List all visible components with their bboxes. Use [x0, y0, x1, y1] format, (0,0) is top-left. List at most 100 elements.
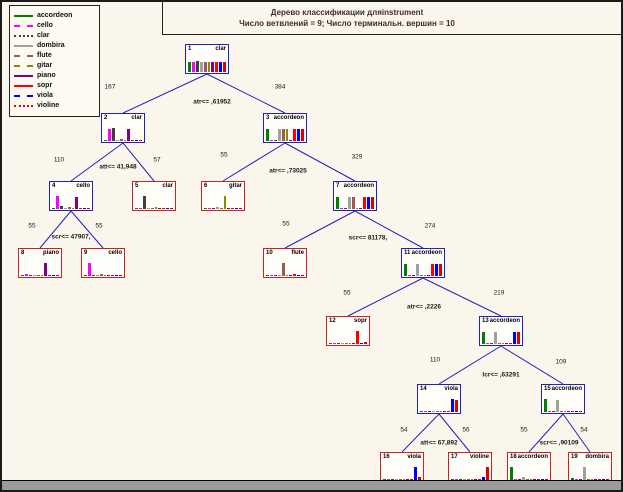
legend-line-sample-clar — [14, 35, 33, 37]
tree-branch-3-6 — [222, 142, 286, 182]
tree-branch-1-3 — [206, 73, 286, 114]
node-class-label: accordeon — [411, 250, 442, 256]
branch-case-count: 54 — [400, 426, 408, 434]
hist-bar-viola — [482, 477, 486, 480]
hist-bar-cello — [138, 208, 142, 209]
hist-bar-accordeon — [329, 343, 332, 344]
hist-bar-dombira — [415, 264, 419, 276]
hist-bar-gitar — [501, 343, 505, 344]
hist-bar-flute — [435, 411, 439, 412]
legend-line-sample-dombira — [14, 45, 33, 47]
hist-bar-viola — [297, 129, 301, 141]
node-class-histogram — [104, 127, 143, 141]
branch-case-count: 110 — [53, 156, 65, 164]
hist-bar-violine — [301, 129, 305, 141]
hist-bar-flute — [203, 62, 207, 72]
node-id: 8 — [21, 250, 25, 256]
legend-line-sample-sopr — [14, 85, 33, 87]
split-rule-label-node-2: att<= 41,948 — [99, 163, 137, 171]
hist-bar-flute — [281, 263, 285, 276]
hist-bar-gitar — [40, 275, 44, 276]
split-rule-label-node-14: att<= 67,892 — [420, 439, 458, 447]
node-class-label: accordeon — [343, 183, 374, 189]
hist-bar-dombira — [115, 140, 119, 141]
hist-bar-clar — [28, 275, 32, 276]
tree-branch-11-12 — [347, 277, 424, 317]
hist-bar-gitar — [590, 479, 594, 480]
hist-bar-dombira — [215, 207, 219, 209]
hist-bar-flute — [559, 411, 563, 412]
split-rule-label-node-11: atr<= ,2226 — [407, 303, 441, 311]
hist-bar-piano — [567, 411, 571, 412]
node-class-label: cello — [76, 183, 90, 189]
hist-bar-gitar — [470, 479, 474, 480]
hist-bar-clar — [195, 61, 199, 72]
hist-bar-violine — [579, 411, 583, 412]
legend-line-sample-violine — [14, 105, 33, 107]
node-class-histogram — [336, 195, 375, 209]
node-class-label: cello — [108, 250, 122, 256]
hist-bar-viola — [219, 62, 223, 72]
branch-case-count: 55 — [520, 426, 528, 434]
split-rule-label-node-7: scr<= 81178, — [348, 234, 388, 242]
node-class-histogram — [510, 466, 549, 480]
legend-line-sample-cello — [14, 25, 33, 27]
hist-bar-viola — [360, 343, 364, 344]
hist-bar-accordeon — [204, 208, 207, 209]
hist-bar-piano — [427, 275, 431, 276]
hist-bar-gitar — [223, 196, 227, 209]
split-rule-label-node-1: atr<= ,61952 — [193, 98, 231, 106]
legend-label: dombira — [37, 42, 65, 49]
split-rule-label-node-15: scr<= ,90109 — [539, 439, 579, 447]
legend-label: cello — [37, 22, 53, 29]
hist-bar-clar — [411, 275, 415, 276]
tree-branch-15-19 — [562, 413, 591, 453]
branch-case-count: 54 — [580, 426, 588, 434]
hist-bar-violine — [418, 477, 422, 480]
node-id: 18 — [510, 454, 517, 460]
node-class-histogram — [52, 195, 91, 209]
hist-bar-dombira — [199, 62, 203, 72]
node-id: 2 — [104, 115, 108, 121]
node-class-histogram — [266, 262, 305, 276]
node-class-histogram — [204, 195, 243, 209]
hist-bar-sopr — [111, 275, 115, 276]
node-id: 7 — [336, 183, 340, 189]
node-id: 6 — [204, 183, 208, 189]
hist-bar-piano — [594, 479, 598, 480]
hist-bar-dombira — [95, 275, 99, 276]
hist-bar-gitar — [285, 275, 289, 276]
legend-label: sopr — [37, 82, 53, 89]
hist-bar-violine — [301, 275, 305, 276]
hist-bar-flute — [398, 479, 402, 480]
legend-line-sample-gitar — [14, 65, 33, 67]
node-class-label: clar — [162, 183, 173, 189]
hist-bar-piano — [443, 411, 447, 412]
branch-case-count: 56 — [462, 426, 470, 434]
hist-bar-accordeon — [451, 479, 454, 480]
